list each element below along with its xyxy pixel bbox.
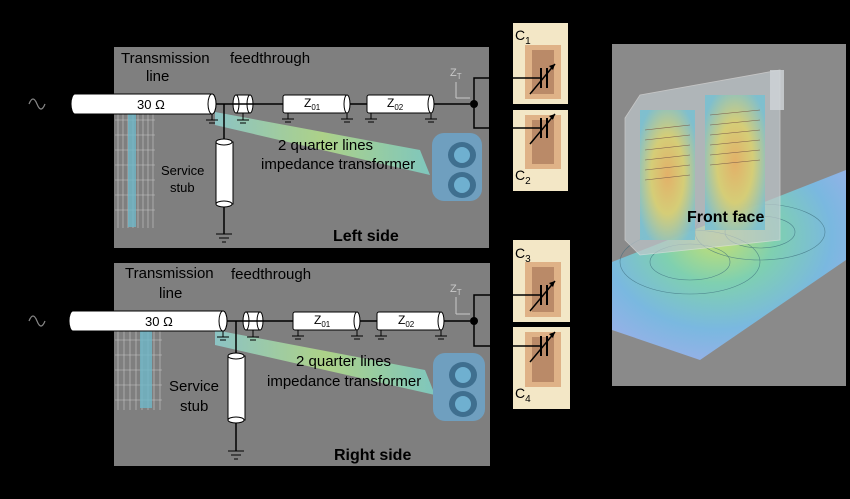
left-service-stub bbox=[215, 104, 234, 243]
left-z02-label: Z02 bbox=[387, 96, 404, 112]
left-feedthrough-label: feedthrough bbox=[230, 50, 310, 67]
right-service-stub-label-1: Service bbox=[169, 378, 219, 395]
capacitor-c1: C1 bbox=[513, 23, 568, 104]
right-z01-label: Z01 bbox=[314, 313, 331, 329]
right-side-label: Right side bbox=[334, 447, 411, 464]
capacitor-c4-label: C4 bbox=[515, 385, 531, 405]
coupler-3d bbox=[433, 353, 485, 421]
right-service-stub-label-2: stub bbox=[180, 398, 208, 415]
left-zt-marker bbox=[455, 82, 470, 99]
right-service-stub bbox=[227, 321, 246, 460]
front-face-label: Front face bbox=[687, 209, 764, 226]
left-transmission-line-label-2: line bbox=[146, 68, 169, 85]
right-zt-marker bbox=[455, 297, 470, 315]
left-zt-label: ZT bbox=[450, 67, 462, 81]
right-quarter-lines-label-1: 2 quarter lines bbox=[296, 353, 391, 370]
capacitor-c3-label: C3 bbox=[515, 245, 531, 265]
capacitor-c1-label: C1 bbox=[515, 27, 531, 47]
left-quarter-lines-label-2: impedance transformer bbox=[261, 156, 415, 173]
capacitor-c2-label: C2 bbox=[515, 167, 531, 187]
right-transmission-line-label-2: line bbox=[159, 285, 182, 302]
left-z02-line bbox=[366, 94, 435, 114]
right-branch-wires bbox=[473, 294, 513, 347]
left-ac-source-icon bbox=[28, 98, 46, 110]
capacitor-c3: C3 bbox=[513, 240, 570, 322]
left-impedance-label: 30 Ω bbox=[137, 97, 165, 112]
right-transmission-line-label-1: Transmission bbox=[125, 265, 214, 282]
fins bbox=[644, 109, 761, 181]
right-z02-line bbox=[376, 311, 445, 331]
right-ac-source-icon bbox=[28, 315, 46, 327]
left-side-label: Left side bbox=[333, 228, 399, 245]
right-ground-symbols bbox=[217, 330, 447, 341]
right-impedance-label: 30 Ω bbox=[145, 314, 173, 329]
front-face-3d-view bbox=[612, 44, 846, 386]
right-feedthrough-label: feedthrough bbox=[231, 266, 311, 283]
left-transmission-line-label-1: Transmission bbox=[121, 50, 210, 67]
left-branch-wires bbox=[473, 77, 513, 129]
right-z02-label: Z02 bbox=[398, 313, 415, 329]
capacitor-c2: C2 bbox=[513, 110, 568, 191]
left-service-stub-label-1: Service bbox=[161, 163, 204, 178]
right-zt-label: ZT bbox=[450, 283, 462, 297]
left-z01-label: Z01 bbox=[304, 96, 321, 112]
capacitor-c4: C4 bbox=[513, 327, 570, 409]
left-side-panel bbox=[114, 47, 489, 248]
left-ground-symbols bbox=[206, 113, 437, 124]
coupler-3d bbox=[432, 133, 482, 201]
left-z01-line bbox=[282, 94, 351, 114]
right-quarter-lines-label-2: impedance transformer bbox=[267, 373, 421, 390]
left-service-stub-label-2: stub bbox=[170, 180, 195, 195]
right-side-panel bbox=[114, 263, 490, 466]
left-quarter-lines-label-1: 2 quarter lines bbox=[278, 137, 373, 154]
